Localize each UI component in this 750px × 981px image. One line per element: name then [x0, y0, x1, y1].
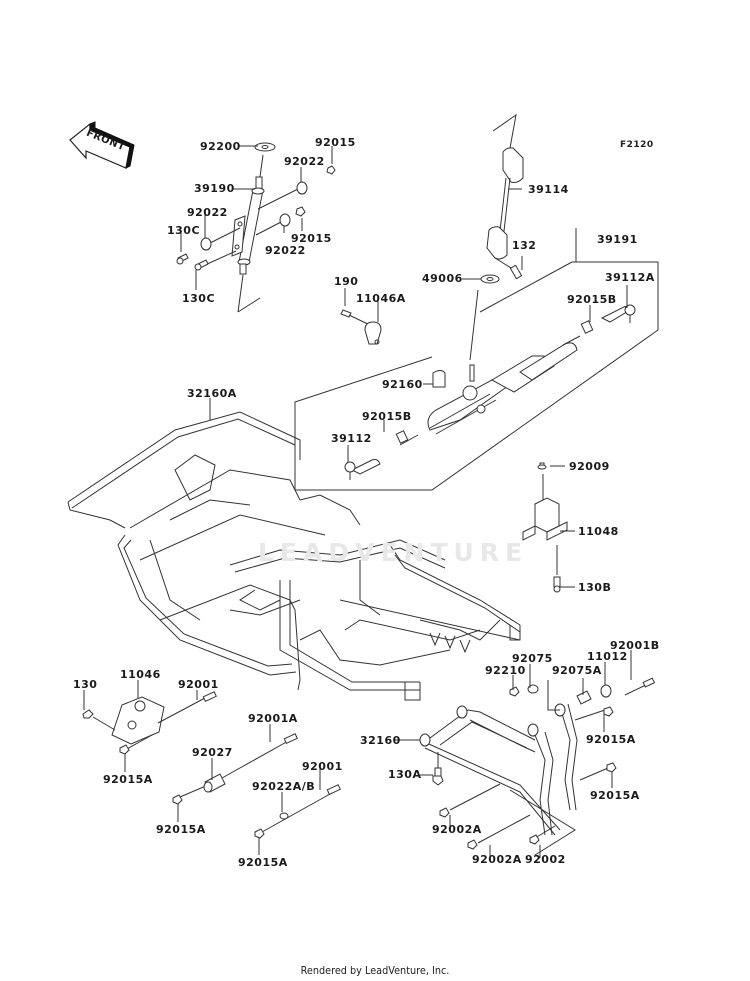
part-label-92015b[interactable]: 92015B: [567, 293, 617, 306]
part-label-92001a[interactable]: 92001A: [248, 712, 298, 725]
part-label-92002a[interactable]: 92002A: [472, 853, 522, 866]
front-arrow-icon: [70, 122, 134, 168]
part-label-92015a[interactable]: 92015A: [156, 823, 206, 836]
steering-rack-part: [345, 305, 635, 480]
part-label-92015b[interactable]: 92015B: [362, 410, 412, 423]
part-label-92001[interactable]: 92001: [302, 760, 343, 773]
clamp-part: [341, 310, 381, 344]
leader-lines: [84, 146, 631, 858]
part-label-130[interactable]: 130: [73, 678, 98, 691]
part-label-92075[interactable]: 92075: [512, 652, 553, 665]
part-label-132[interactable]: 132: [512, 239, 537, 252]
part-label-92200[interactable]: 92200: [200, 140, 241, 153]
part-label-130c[interactable]: 130C: [182, 292, 216, 305]
part-label-92022[interactable]: 92022: [265, 244, 306, 257]
part-label-11048[interactable]: 11048: [578, 525, 619, 538]
part-label-92015[interactable]: 92015: [291, 232, 332, 245]
part-label-92015a[interactable]: 92015A: [103, 773, 153, 786]
bracket-part: [523, 463, 567, 592]
part-label-92160[interactable]: 92160: [382, 378, 423, 391]
part-label-39191[interactable]: 39191: [597, 233, 638, 246]
part-label-92001[interactable]: 92001: [178, 678, 219, 691]
part-label-11012[interactable]: 11012: [587, 650, 628, 663]
part-label-92002[interactable]: 92002: [525, 853, 566, 866]
engine-mount-part: [83, 692, 340, 838]
part-label-130b[interactable]: 130B: [578, 581, 612, 594]
part-label-32160a[interactable]: 32160A: [187, 387, 237, 400]
part-label-39112a[interactable]: 39112A: [605, 271, 655, 284]
sub-frame-part: [420, 678, 654, 855]
part-label-190[interactable]: 190: [334, 275, 359, 288]
part-label-92015a[interactable]: 92015A: [590, 789, 640, 802]
part-label-39114[interactable]: 39114: [528, 183, 569, 196]
figure-code: F2120: [620, 140, 654, 150]
part-label-49006[interactable]: 49006: [422, 272, 463, 285]
part-label-92022[interactable]: 92022: [284, 155, 325, 168]
render-credit: Rendered by LeadVenture, Inc.: [300, 964, 450, 977]
main-frame-part: [68, 412, 520, 700]
part-label-32160[interactable]: 32160: [360, 734, 401, 747]
part-label-92022[interactable]: 92022: [187, 206, 228, 219]
steering-column-part: [177, 143, 335, 312]
part-label-130c[interactable]: 130C: [167, 224, 201, 237]
rack-group-outline: [295, 228, 658, 490]
part-label-92015[interactable]: 92015: [315, 136, 356, 149]
part-label-11046a[interactable]: 11046A: [356, 292, 406, 305]
part-label-92027[interactable]: 92027: [192, 746, 233, 759]
part-label-92015a[interactable]: 92015A: [238, 856, 288, 869]
universal-joint-part: [481, 115, 523, 283]
watermark: LEADVENTURE: [258, 538, 529, 567]
part-label-92001b[interactable]: 92001B: [610, 639, 660, 652]
part-label-92015a[interactable]: 92015A: [586, 733, 636, 746]
part-label-92075a[interactable]: 92075A: [552, 664, 602, 677]
part-label-39112[interactable]: 39112: [331, 432, 372, 445]
part-label-11046[interactable]: 11046: [120, 668, 161, 681]
part-label-92002a[interactable]: 92002A: [432, 823, 482, 836]
part-label-92210[interactable]: 92210: [485, 664, 526, 677]
part-label-92009[interactable]: 92009: [569, 460, 610, 473]
part-label-130a[interactable]: 130A: [388, 768, 422, 781]
part-label-92022a-b[interactable]: 92022A/B: [252, 780, 316, 793]
part-label-39190[interactable]: 39190: [194, 182, 235, 195]
